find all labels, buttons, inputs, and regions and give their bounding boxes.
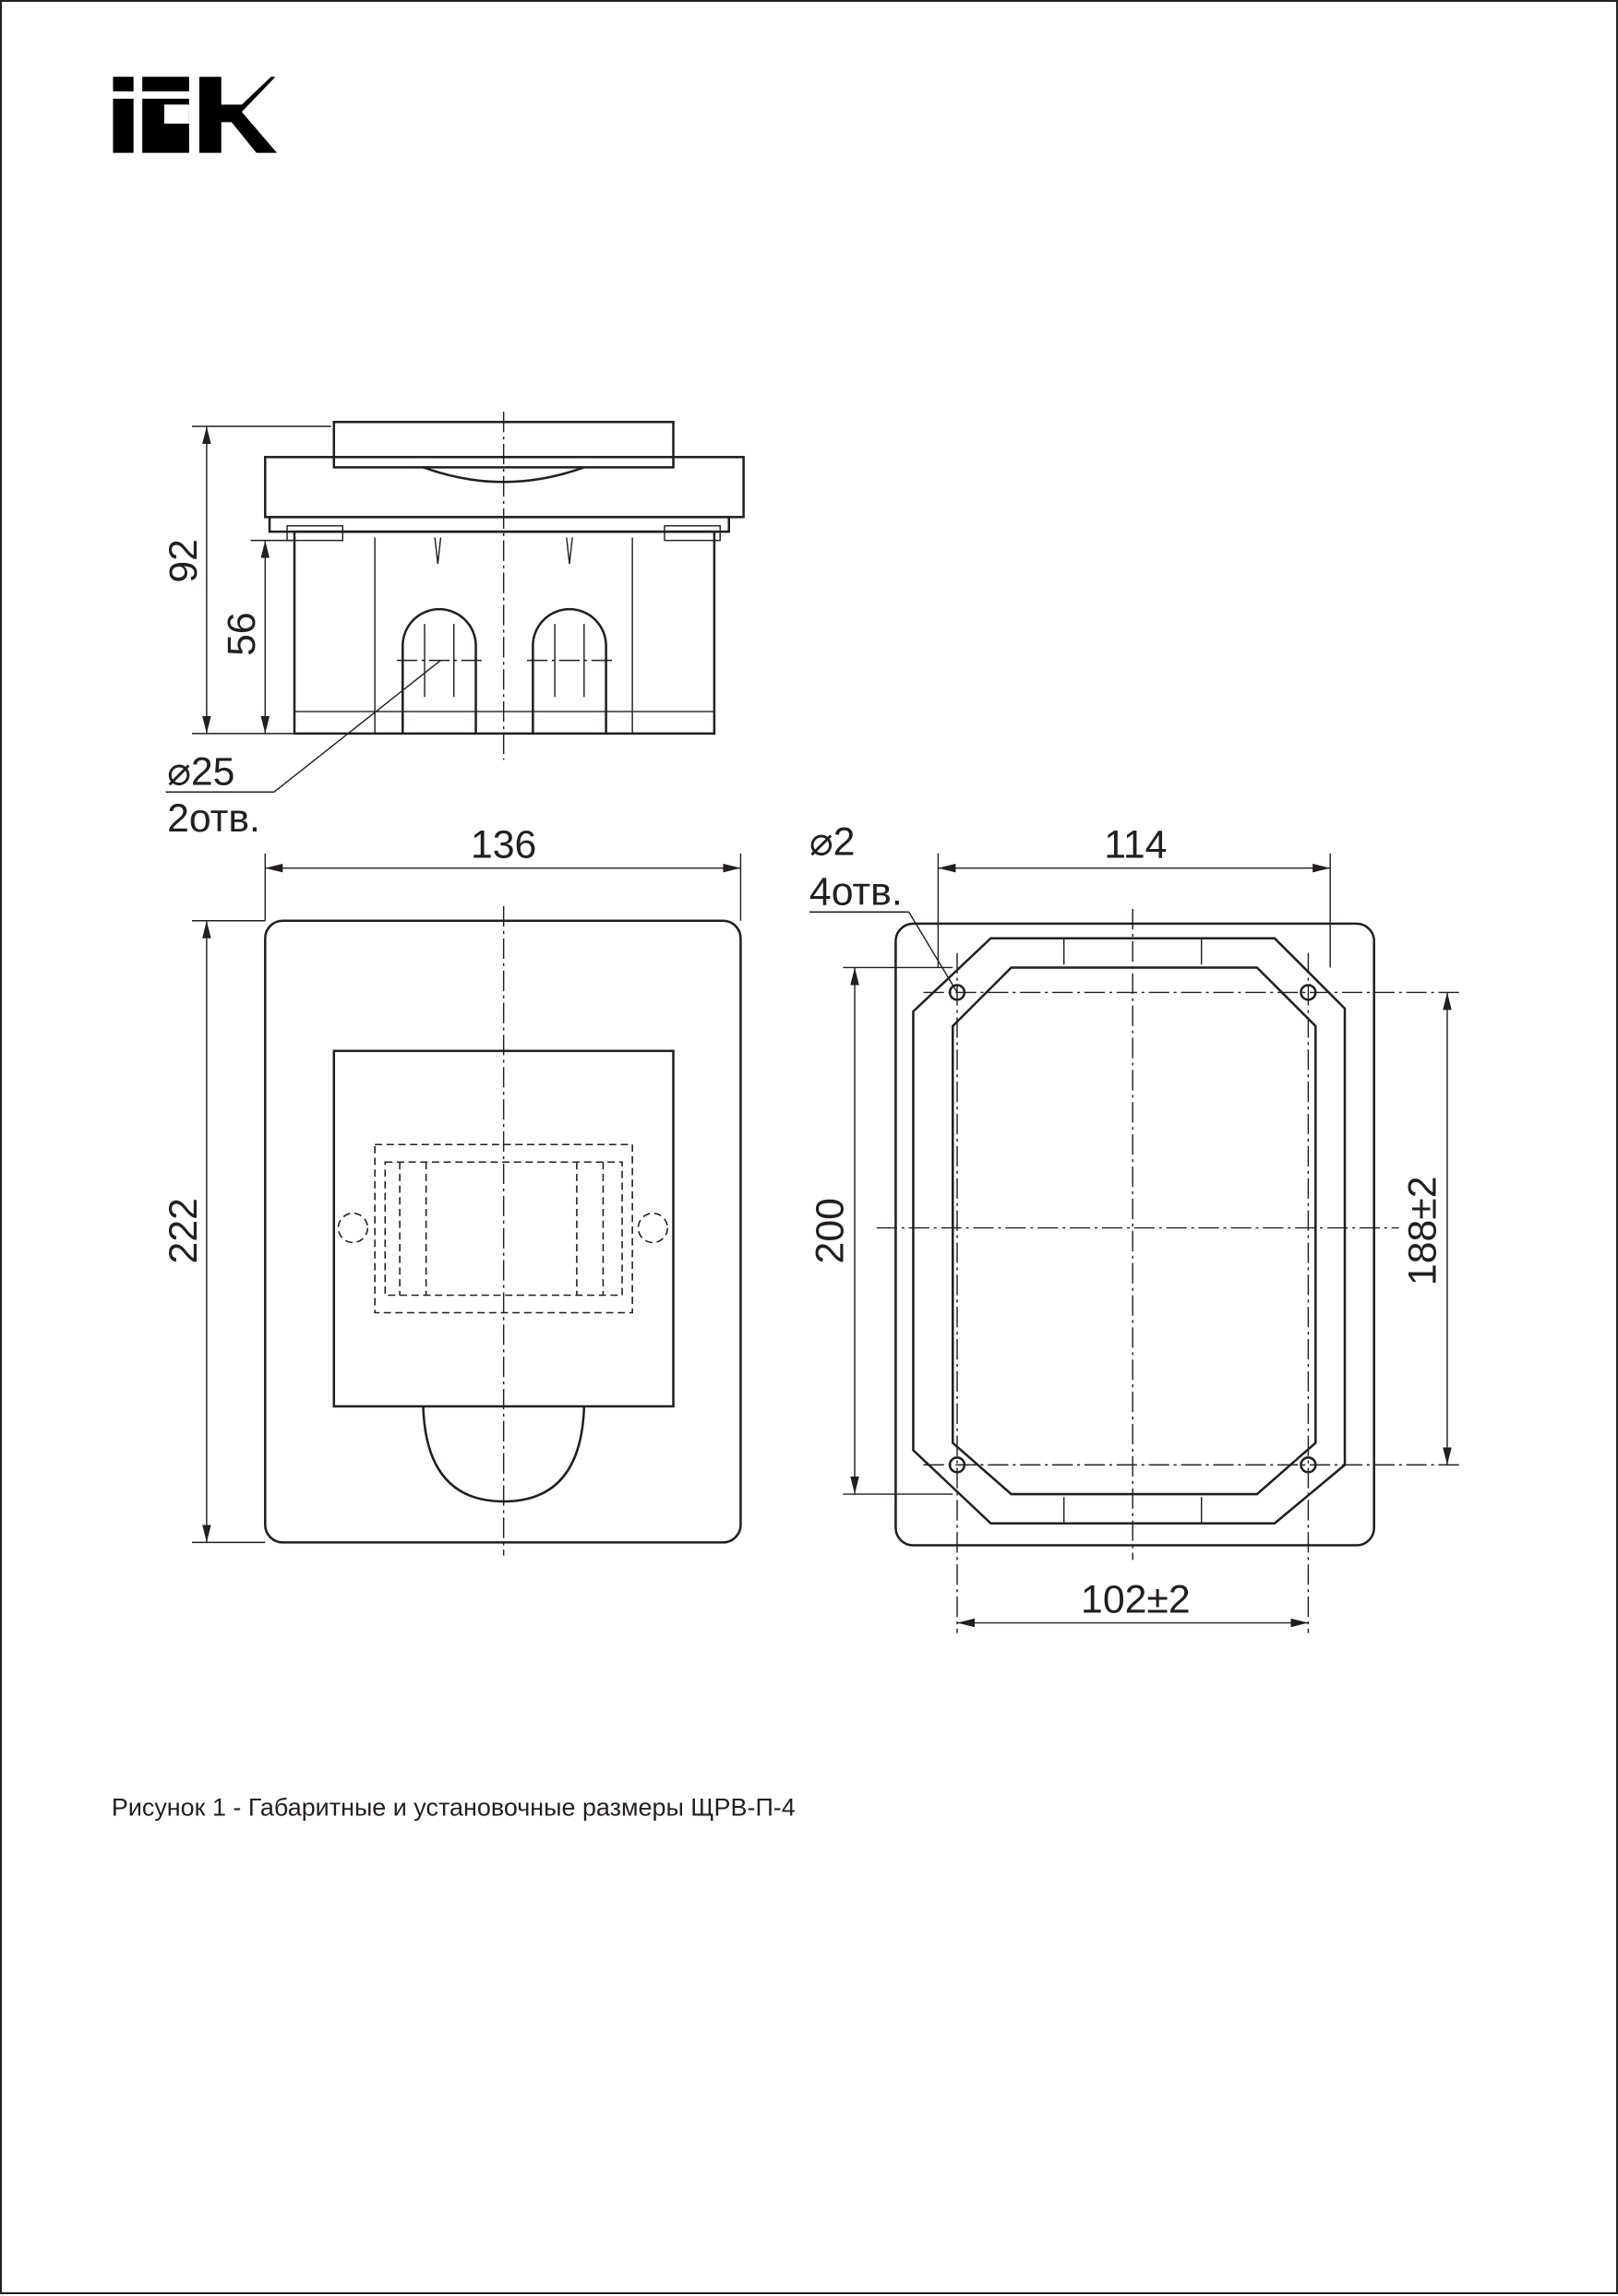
mount-holes — [948, 984, 1317, 1474]
dim-spacing-114: 114 — [1104, 823, 1167, 867]
figure-caption: Рисунок 1 - Габаритные и установочные ра… — [112, 1794, 796, 1822]
dim-height-222: 222 — [162, 1198, 206, 1263]
dim-height-200: 200 — [808, 1198, 852, 1263]
iek-logo — [113, 77, 277, 153]
dim-spacing-188: 188±2 — [1400, 1176, 1444, 1286]
front-view: 136 222 — [162, 823, 742, 1556]
mount-hole-diameter-label: ⌀2 — [809, 819, 856, 864]
side-view: 92 56 ⌀25 2отв. — [162, 412, 745, 841]
mounting-view: 114 ⌀2 4отв. 200 188±2 102±2 — [808, 819, 1462, 1633]
dim-spacing-102: 102±2 — [1081, 1577, 1191, 1621]
dim-height-56: 56 — [220, 612, 264, 656]
hole-count-label: 2отв. — [167, 796, 260, 841]
hole-diameter-label: ⌀25 — [167, 749, 234, 794]
mount-hole-count-label: 4отв. — [809, 869, 903, 914]
dim-height-92: 92 — [162, 539, 206, 583]
dim-width-136: 136 — [471, 823, 536, 867]
